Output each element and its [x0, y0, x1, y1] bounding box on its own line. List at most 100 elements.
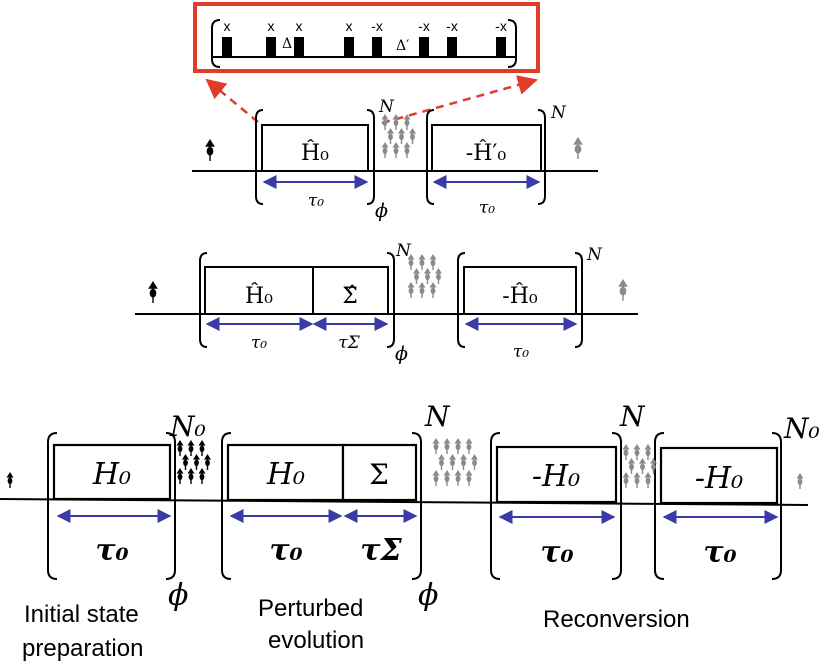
spin-arrow-10 — [403, 142, 411, 158]
row1-block-h0-label: Ĥ₀ — [301, 139, 329, 166]
row3-block-minus-h0-2 — [659, 446, 779, 505]
inset-pulse-4 — [344, 37, 354, 57]
spin-arrow-54 — [796, 473, 804, 489]
inset-delta: Δ — [282, 36, 292, 52]
spin-arrow-15 — [429, 254, 437, 270]
spin-arrow-2 — [381, 114, 389, 130]
row1-bracket-open-2 — [426, 109, 435, 205]
row2-block-minus-h0-label: -Ĥ₀ — [502, 282, 538, 309]
caption-reconversion: Reconversion — [543, 606, 690, 633]
row3-bracket-open-4 — [654, 432, 665, 580]
spin-arrow-5 — [386, 128, 395, 144]
spin-arrow-13 — [407, 254, 415, 270]
row3-bracket-close-3 — [611, 432, 622, 580]
inset-pulse-6 — [419, 37, 429, 57]
spin-arrow-42 — [443, 470, 451, 486]
inset-left-bracket — [211, 19, 221, 68]
inset-pulse-label-1: x — [224, 18, 231, 34]
spin-arrow-39 — [459, 454, 468, 470]
inset-pulse-label-3: x — [296, 18, 303, 34]
row2-bracket-open-1 — [199, 252, 208, 348]
row3-sequence: H₀ H₀ Σ -H₀ -H₀ τ₀ τ₀ τΣ τ₀ τ₀ ϕ ϕ N₀ N … — [0, 400, 820, 613]
row1-tau-2: τ₀ — [479, 198, 495, 218]
spin-arrow-43 — [454, 470, 462, 486]
spin-arrow-27 — [181, 454, 190, 470]
spin-arrow-51 — [622, 472, 630, 488]
row2-block-sigma-label: Σ̂ — [342, 284, 358, 309]
row3-phi-1: ϕ — [168, 578, 188, 613]
spin-arrow-4 — [403, 114, 411, 130]
row2-block-minus-h0 — [463, 266, 577, 315]
row3-phi-2: ϕ — [418, 578, 438, 613]
spin-arrow-48 — [627, 458, 636, 474]
spin-arrow-29 — [203, 454, 212, 470]
spin-arrow-53 — [644, 472, 652, 488]
spin-arrow-3 — [392, 114, 400, 130]
spin-arrow-35 — [454, 438, 462, 454]
inset-delta-prime: Δ′ — [396, 38, 409, 54]
row3-tau-sigma: τΣ — [360, 533, 402, 568]
row3-bracket-open-1 — [47, 432, 58, 580]
inset-pulse-label-6: -x — [418, 18, 430, 34]
row2-tau-sigma: τΣ — [338, 333, 360, 353]
spin-arrow-45 — [622, 444, 630, 460]
inset-pulse-7 — [447, 37, 457, 57]
row3-power-n0-2: N₀ — [783, 412, 820, 445]
caption-initial-line2: preparation — [22, 635, 143, 662]
spin-arrow-28 — [192, 454, 201, 470]
spin-glyphs — [6, 114, 804, 489]
row3-tau-1: τ₀ — [95, 533, 128, 568]
spin-arrow-21 — [429, 282, 437, 298]
spin-arrow-36 — [465, 438, 473, 454]
row2-power-n-1: N — [395, 241, 412, 261]
spin-arrow-1 — [205, 139, 215, 161]
spin-arrow-23 — [6, 472, 14, 488]
spin-arrow-32 — [198, 468, 206, 484]
caption-perturbed-line1: Perturbed — [258, 595, 363, 622]
row2-bracket-open-2 — [457, 252, 466, 348]
zoom-line-right — [381, 75, 538, 125]
row3-block-minus-h0-2-label: -H₀ — [695, 461, 743, 496]
inset-pulse-label-5: -x — [371, 18, 383, 34]
row3-block-sigma-label: Σ — [369, 458, 389, 491]
inset-pulse-1 — [222, 37, 232, 57]
row2-tau-1: τ₀ — [251, 333, 267, 353]
spin-arrow-47 — [644, 444, 652, 460]
spin-arrow-34 — [443, 438, 451, 454]
spin-arrow-18 — [434, 268, 443, 284]
spin-arrow-38 — [448, 454, 457, 470]
row3-block-h0-evolution — [226, 443, 345, 502]
zoom-line-left — [205, 78, 259, 123]
spin-arrow-40 — [470, 454, 479, 470]
spin-arrow-9 — [392, 142, 400, 158]
row3-block-sigma — [341, 443, 418, 502]
row3-bracket-close-2 — [411, 432, 422, 580]
row3-tau-4: τ₀ — [540, 535, 573, 570]
inset-pulse-label-2: x — [268, 18, 275, 34]
spin-arrow-26 — [198, 440, 206, 456]
row3-bracket-close-1 — [165, 432, 176, 580]
inset-pulse-5 — [372, 37, 382, 57]
spin-arrow-11 — [573, 137, 583, 159]
spin-arrow-31 — [187, 468, 195, 484]
inset-pulse-label-4: x — [346, 18, 353, 34]
row1-bracket-close-2 — [537, 109, 546, 205]
spin-arrow-17 — [423, 268, 432, 284]
row2-block-h0-label: Ĥ₀ — [245, 282, 273, 309]
spin-arrow-20 — [418, 282, 426, 298]
row1-block-h0 — [261, 124, 369, 172]
spin-arrow-30 — [176, 468, 184, 484]
inset-pulse-label-7: -x — [446, 18, 458, 34]
row3-bracket-open-3 — [490, 432, 501, 580]
row2-block-sigma — [312, 266, 389, 315]
row3-power-n-1: N — [424, 400, 451, 433]
row2-sequence: Ĥ₀ Σ̂ -Ĥ₀ τ₀ τΣ τ₀ ϕ N N — [135, 241, 638, 365]
spin-arrow-8 — [381, 142, 389, 158]
spin-arrow-16 — [412, 268, 421, 284]
row2-bracket-close-1 — [386, 252, 395, 348]
spin-arrow-33 — [432, 438, 440, 454]
row1-sequence: Ĥ₀ -Ĥ′₀ τ₀ τ₀ ϕ N N — [192, 97, 598, 222]
row2-phi: ϕ — [395, 343, 408, 365]
